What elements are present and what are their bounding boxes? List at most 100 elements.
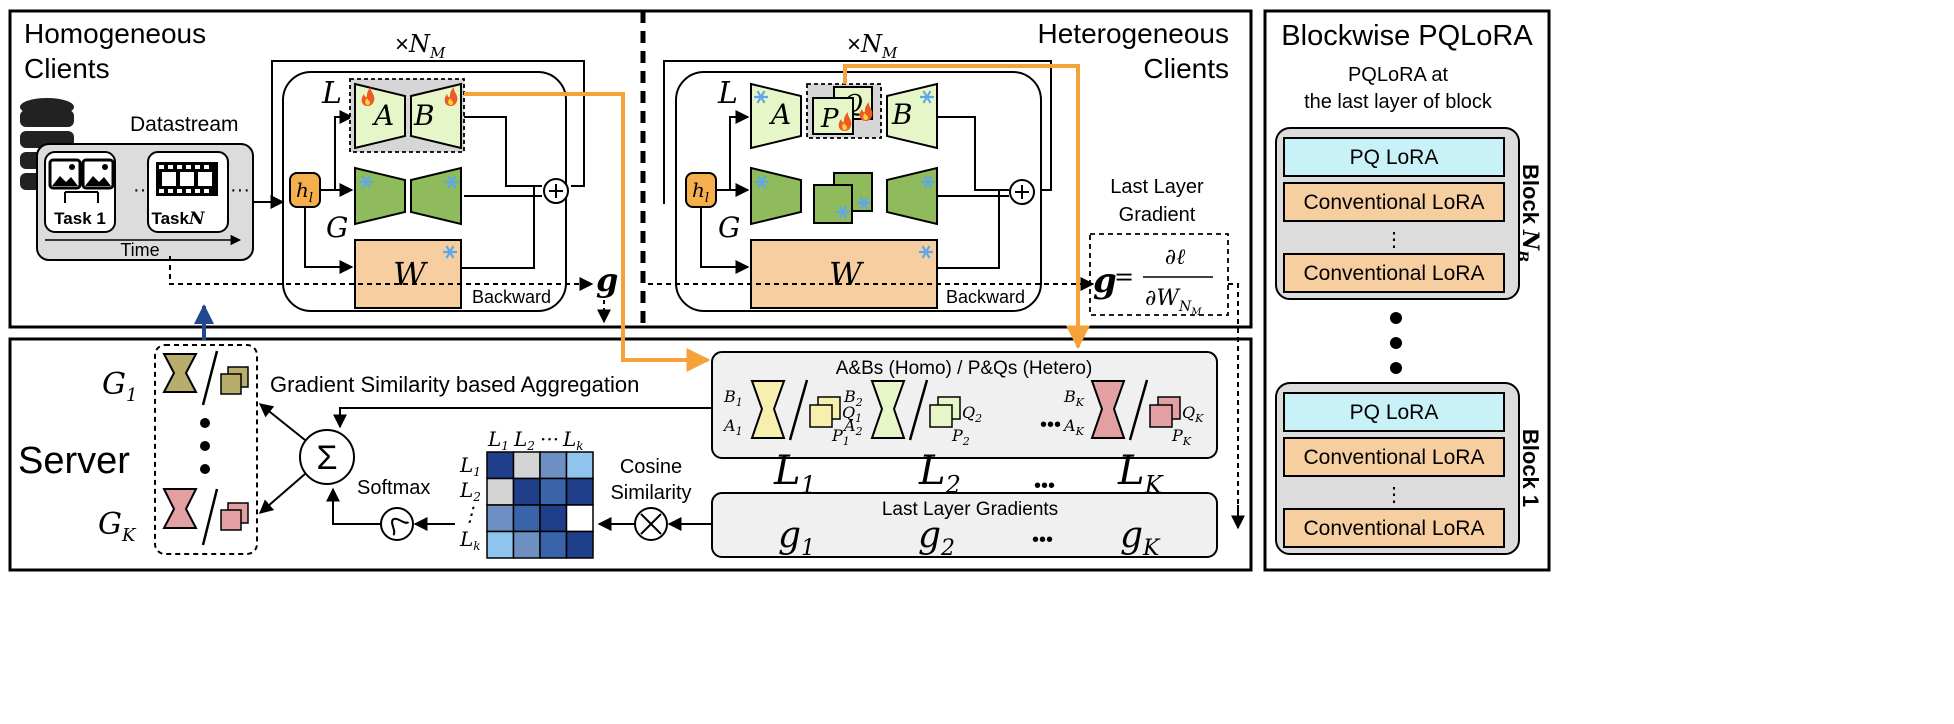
homo-title-2: Clients	[24, 53, 110, 84]
adapter-sub-label: B1	[723, 387, 743, 409]
client-adapter-ab-icon	[750, 380, 786, 439]
conv-lora-bottom-2: Conventional LoRA	[1304, 517, 1485, 540]
hetero-L-label: L	[717, 76, 738, 111]
global-models-box	[154, 344, 258, 555]
matrix-row-label: ⋮	[460, 502, 480, 526]
hetero-W-label: W	[829, 255, 865, 293]
task1-label: Task 1	[54, 209, 106, 228]
aggregation-label: Gradient Similarity based Aggregation	[270, 372, 639, 397]
cosine-label-2: Similarity	[610, 482, 691, 504]
server-title: Server	[18, 440, 130, 482]
hetero-G-core	[813, 184, 853, 224]
client-adapter-ab-icon	[870, 380, 906, 439]
homo-L-label: L	[321, 76, 342, 111]
block-top-label: Block NB	[1514, 164, 1543, 262]
hetero-G-decoder	[886, 166, 938, 226]
block-top: PQ LoRA Conventional LoRA ⋮ Conventional…	[1275, 127, 1520, 300]
adapters-panel	[711, 351, 1218, 459]
matrix-cell	[512, 504, 541, 533]
client-g-label: gK	[1120, 515, 1161, 561]
L-ellipsis: •••	[1034, 475, 1055, 497]
homo-G-label: G	[326, 211, 348, 244]
block-dot	[1390, 362, 1402, 374]
grad-formula-box	[1089, 233, 1229, 316]
adapter-sub-label: A1	[722, 416, 743, 438]
matrix-cell	[486, 530, 515, 559]
matrix-cell	[565, 451, 594, 480]
GK-pq-icon	[220, 509, 242, 531]
homo-A-label: A	[371, 99, 394, 132]
grad-title-1: Last Layer	[1110, 176, 1204, 198]
homo-backward-label: Backward	[472, 287, 551, 307]
matrix-col-label: L1	[487, 427, 509, 453]
matrix-col-label: Lk	[562, 427, 584, 453]
hetero-adapter-upload	[843, 64, 1090, 350]
matrix-cell	[539, 477, 568, 506]
homo-arrow-lora	[320, 110, 354, 191]
cosine-label-1: Cosine	[620, 456, 682, 478]
adapters-title: A&Bs (Homo) / P&Qs (Hetero)	[836, 358, 1093, 379]
client-adapter-pq-icon	[1149, 404, 1173, 428]
matrix-cell	[512, 477, 541, 506]
hetero-W-box	[750, 239, 938, 309]
matrix-cell	[486, 477, 515, 506]
client-g-label: g1	[778, 515, 815, 561]
client-adapter-ab-icon	[1090, 380, 1126, 439]
adapter-sub-label: B2	[843, 387, 863, 409]
homo-B-label: B	[413, 99, 435, 132]
G1-label: G1	[102, 367, 137, 406]
gradients-panel	[711, 492, 1218, 558]
svg-text:⋮: ⋮	[1384, 229, 1404, 251]
blockwise-sub-1: PQLoRA at	[1348, 64, 1449, 86]
matrix-cell	[512, 530, 541, 559]
blockwise-title: Blockwise PQLoRA	[1281, 20, 1533, 52]
adapter-sub-label: BK	[1063, 387, 1085, 409]
homo-repeat: ×NM	[395, 30, 446, 62]
GK-label: GK	[98, 507, 137, 546]
sum-icon	[299, 429, 355, 485]
datastream-label: Datastream	[130, 113, 239, 136]
GK-adapter-icon	[162, 488, 198, 529]
matrix-cell	[539, 530, 568, 559]
homo-adapter-upload	[464, 92, 711, 372]
adapter-sub-label: Q2	[962, 403, 982, 425]
matrix-row-label: Lk	[459, 527, 481, 553]
blockwise-sub-2: the last layer of block	[1304, 91, 1493, 113]
homo-backward-arrow	[169, 256, 594, 291]
taskN-label: TaskN	[151, 209, 206, 229]
hetero-repeat: ×NM	[847, 30, 898, 62]
homo-loop	[271, 60, 585, 198]
grad-numer: ∂ℓ	[1165, 245, 1186, 270]
homo-arrow-w	[304, 207, 354, 274]
hetero-title-1: Heterogeneous	[1038, 18, 1229, 49]
adapters-ellipsis: •••	[1040, 414, 1061, 436]
adapter-sub-label: Q1	[842, 403, 862, 425]
adapter-sub-label: P1	[831, 426, 850, 448]
adapter-sub-label: AK	[1062, 416, 1085, 438]
grad-eq: =	[1114, 263, 1134, 291]
conv-lora-bottom-1: Conventional LoRA	[1304, 446, 1485, 469]
conv-lora-top-1: Conventional LoRA	[1304, 191, 1485, 214]
matrix-cell	[565, 477, 594, 506]
pq-lora-bottom: PQ LoRA	[1350, 401, 1439, 424]
matrix-cell	[512, 451, 541, 480]
task-dots-2: ···	[230, 179, 250, 201]
homo-g-label: g	[596, 261, 618, 299]
gradients-title: Last Layer Gradients	[882, 499, 1058, 520]
similarity-matrix	[486, 451, 594, 559]
matrix-cell	[486, 504, 515, 533]
matrix-cell	[486, 451, 515, 480]
g-ellipsis: •••	[1032, 529, 1053, 551]
clients-panel	[8, 9, 1253, 329]
adapter-sub-label: P2	[951, 426, 970, 448]
matrix-cell	[565, 530, 594, 559]
hetero-P-label: P	[820, 104, 839, 134]
matrix-row-label: L2	[459, 478, 481, 504]
grad-title-2: Gradient	[1119, 204, 1196, 226]
time-label: Time	[120, 240, 159, 260]
G1-pq-icon	[220, 373, 242, 395]
hetero-A-label: A	[768, 98, 791, 131]
homo-title-1: Homogeneous	[24, 18, 206, 49]
